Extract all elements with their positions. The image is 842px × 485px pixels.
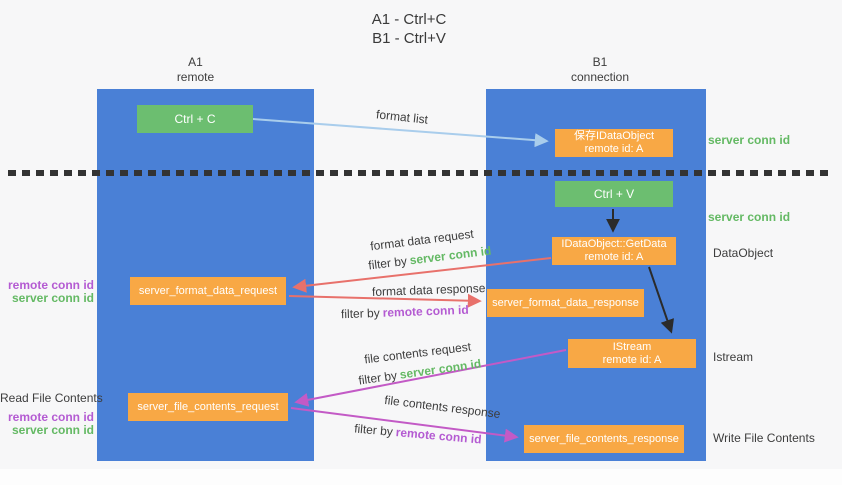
column-b-name: B1 — [592, 55, 608, 69]
istream-line2: remote id: A — [602, 353, 662, 366]
filter-prefix: filter by — [367, 253, 408, 273]
title-line-2: B1 - Ctrl+V — [372, 30, 446, 47]
dataobject-label: DataObject — [713, 246, 774, 260]
filter-prefix: filter by — [357, 368, 398, 388]
istream-side-label: Istream — [713, 350, 754, 364]
read-file-contents-label: Read File Contents — [0, 391, 103, 405]
server-format-data-response-label: server_format_data_response — [492, 296, 639, 309]
ctrl-c-node: Ctrl + C — [137, 105, 253, 133]
server-file-contents-response-node: server_file_contents_response — [524, 425, 684, 453]
bottom-strip — [0, 469, 842, 485]
server-format-data-response-node: server_format_data_response — [487, 289, 644, 317]
getdata-line2: remote id: A — [584, 251, 644, 263]
getdata-line1: IDataObject::GetData — [561, 238, 667, 250]
istream-line1: IStream — [612, 340, 652, 353]
istream-node: IStream remote id: A — [568, 339, 696, 368]
column-b-header: B1 connection — [490, 55, 710, 85]
server-format-data-request-node: server_format_data_request — [130, 277, 286, 305]
column-a-name: A1 — [188, 55, 203, 69]
remote-conn-id-text: remote conn id — [382, 302, 469, 320]
save-idataobject-node: 保存IDataObject remote id: A — [555, 129, 673, 157]
save-idataobject-line1: 保存IDataObject — [573, 130, 655, 142]
conn-id-stack-bottom: remote conn id server conn id — [0, 411, 94, 437]
title-line-1: A1 - Ctrl+C — [371, 11, 447, 28]
server-format-data-request-label: server_format_data_request — [138, 284, 278, 297]
server-conn-id-right-mid: server conn id — [708, 210, 791, 224]
server-file-contents-request-label: server_file_contents_request — [137, 400, 279, 413]
column-a-role: remote — [176, 70, 215, 84]
server-conn-id-right-top: server conn id — [708, 133, 791, 147]
remote-conn-id-left-1: remote conn id — [7, 278, 94, 292]
server-file-contents-request-node: server_file_contents_request — [128, 393, 288, 421]
server-conn-id-left-2: server conn id — [11, 423, 94, 437]
getdata-node: IDataObject::GetData remote id: A — [552, 237, 676, 265]
save-idataobject-line2: remote id: A — [584, 143, 644, 155]
filter-prefix: filter by — [353, 421, 394, 439]
diagram-title: A1 - Ctrl+C B1 - Ctrl+V — [329, 10, 489, 48]
ctrl-v-node: Ctrl + V — [555, 181, 673, 207]
column-a-header: A1 remote — [87, 55, 304, 85]
server-file-contents-response-label: server_file_contents_response — [529, 432, 679, 445]
conn-id-stack-top: remote conn id server conn id — [0, 279, 94, 305]
column-b-role: connection — [570, 70, 630, 84]
server-conn-id-left-1: server conn id — [11, 291, 94, 305]
ctrl-v-label: Ctrl + V — [593, 186, 635, 201]
remote-conn-id-left-2: remote conn id — [7, 410, 94, 424]
format-list-label: format list — [375, 107, 429, 127]
session-separator-line — [8, 170, 828, 176]
format-data-response-label: format data response — [371, 281, 486, 299]
filter-prefix: filter by — [340, 305, 380, 322]
ctrl-c-label: Ctrl + C — [174, 111, 216, 126]
file-contents-response-label: file contents response — [383, 392, 502, 422]
write-file-contents-label: Write File Contents — [713, 431, 815, 445]
remote-conn-id-text: remote conn id — [395, 425, 483, 447]
